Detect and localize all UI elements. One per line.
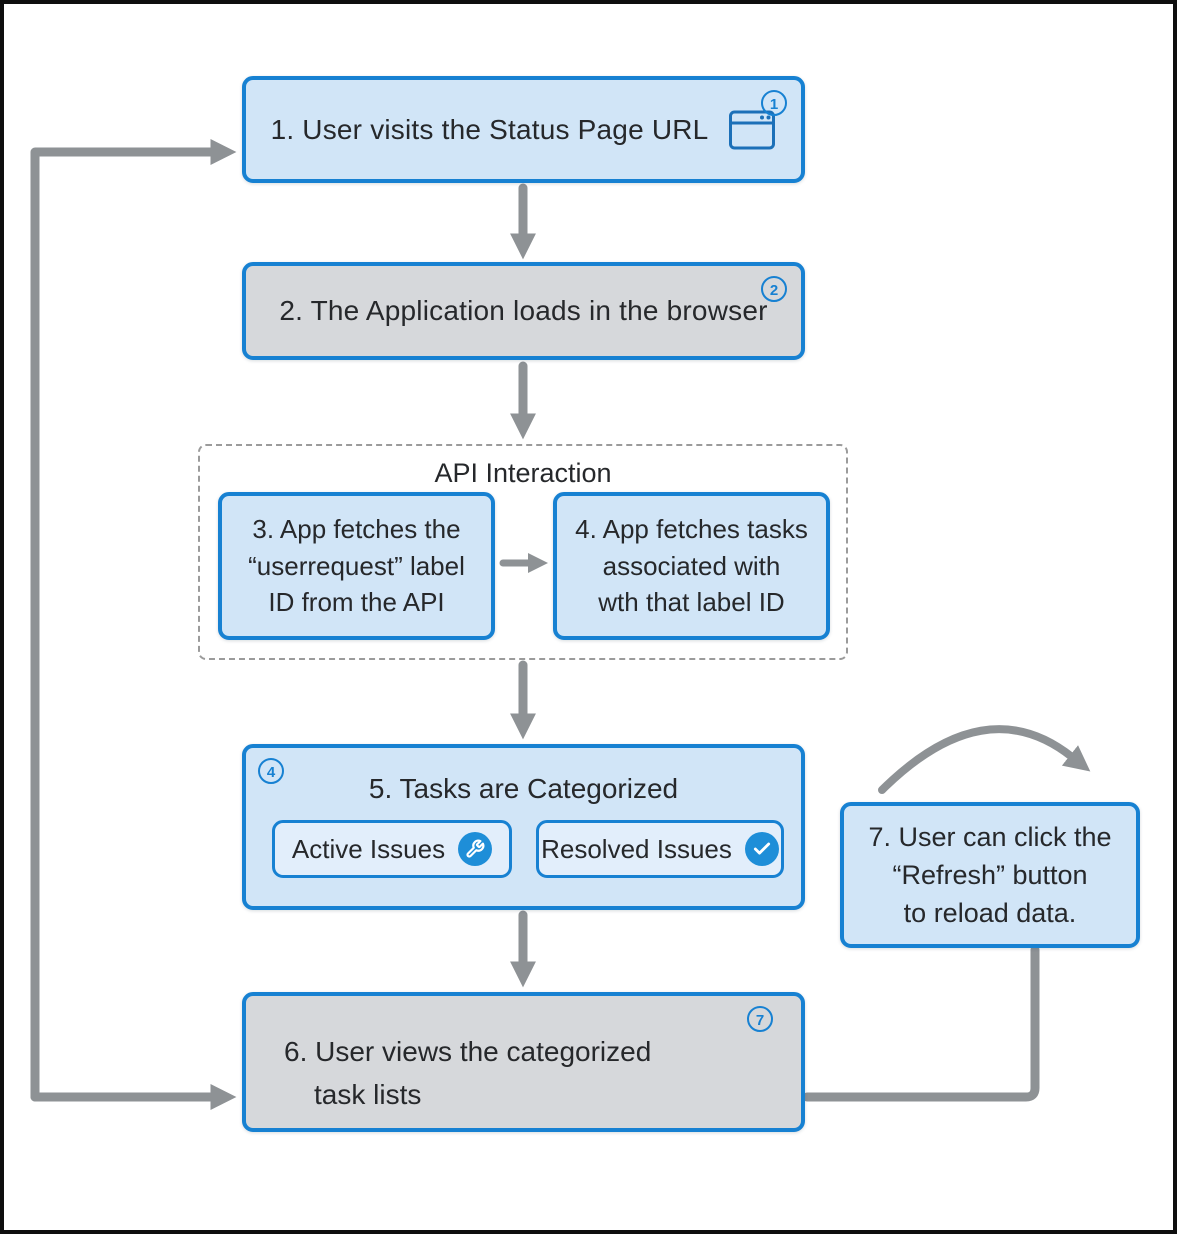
active-issues-label: Active Issues [291, 833, 446, 864]
step3-line3: ID from the API [268, 587, 445, 618]
step3-box: 3. App fetches the “userrequest” label I… [218, 492, 495, 640]
refresh-loop-arrow [878, 725, 1091, 794]
step7-line3: to reload data. [903, 898, 1077, 929]
api-interaction-group: API Interaction [198, 444, 848, 660]
step6-line2: task lists [314, 1079, 422, 1111]
wrench-icon [458, 832, 493, 866]
step3-line1: 3. App fetches the [252, 513, 461, 544]
step5-title: 5. Tasks are Categorized [368, 773, 679, 804]
loop-line-left-to-step1 [30, 139, 237, 1102]
resolved-issues-chip: Resolved Issues [536, 820, 784, 878]
step4-box: 4. App fetches tasks associated with wth… [553, 492, 830, 640]
active-issues-chip: Active Issues [272, 820, 512, 878]
step3-line2: “userrequest” label [248, 550, 465, 581]
step4-line3: wth that label ID [598, 587, 785, 618]
step2-box: 2 2. The Application loads in the browse… [242, 262, 805, 360]
step6-badge: 7 [747, 1006, 773, 1032]
step1-label: 1. User visits the Status Page URL [270, 113, 709, 145]
step4-line2: associated with [602, 550, 781, 581]
browser-window-icon [728, 109, 776, 151]
step6-line1: 6. User views the categorized [284, 1036, 652, 1067]
resolved-issues-label: Resolved Issues [541, 833, 732, 864]
step4-line1: 4. App fetches tasks [575, 513, 808, 544]
step5-badge: 4 [258, 758, 284, 784]
check-icon [744, 832, 779, 866]
step7-line2: “Refresh” button [892, 859, 1088, 890]
step2-label: 2. The Application loads in the browser [279, 295, 768, 326]
step1-badge: 1 [761, 90, 787, 116]
connector-step7-to-step6 [802, 945, 1040, 1102]
step7-box: 7. User can click the “Refresh” button t… [840, 802, 1140, 948]
step1-box: 1 1. User visits the Status Page URL [242, 76, 805, 183]
step7-line1: 7. User can click the [868, 821, 1112, 852]
step2-badge: 2 [761, 276, 787, 302]
api-group-title: API Interaction [434, 458, 612, 488]
step5-box: 4 5. Tasks are Categorized Active Issues… [242, 744, 805, 910]
step6-box: 7 6. User views the categorized task lis… [242, 992, 805, 1132]
